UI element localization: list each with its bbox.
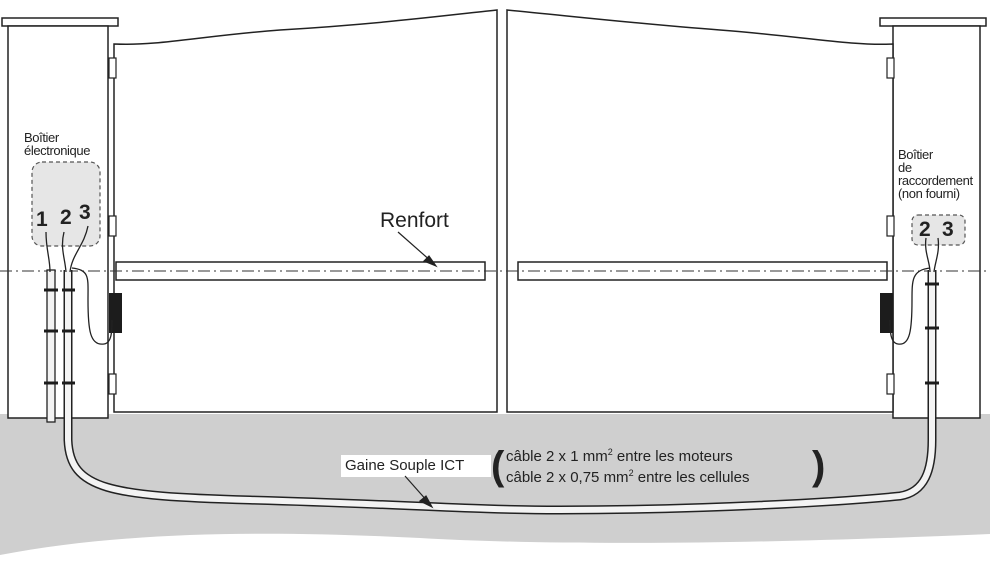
control-box-label-line1: Boîtier — [24, 130, 59, 145]
conduit-inner — [65, 270, 935, 513]
conduit-label: Gaine Souple ICT — [345, 457, 465, 474]
junction-box-label-line1: Boîtier — [898, 147, 933, 162]
renfort-arrow — [397, 231, 438, 268]
terminal-label: 2 — [60, 206, 72, 229]
hinges — [108, 57, 895, 395]
junction-box — [911, 214, 966, 246]
terminal-label: 1 — [36, 208, 48, 231]
conduit-stub — [46, 269, 56, 423]
control-box-label-line2: électronique — [24, 143, 91, 158]
motor-left — [109, 293, 122, 333]
close-parenthesis: ) — [812, 444, 826, 488]
ground — [0, 414, 990, 555]
cable-note-line2: câble 2 x 0,75 mm2 entre les cellules — [506, 468, 750, 486]
open-parenthesis: ( — [491, 444, 505, 488]
renfort-label: Renfort — [380, 209, 449, 232]
junction-box-label-line2: de — [898, 160, 912, 175]
terminal-label: 3 — [942, 218, 954, 241]
terminal-label: 3 — [79, 201, 91, 224]
gate-leaf-left — [113, 9, 498, 413]
terminal-label: 2 — [919, 218, 931, 241]
control-box — [31, 161, 101, 247]
junction-box-label-line3: raccordement — [898, 173, 973, 188]
wires-right — [889, 237, 940, 345]
junction-box-label-line4: (non fourni) — [898, 186, 960, 201]
conduit-label-bg — [341, 455, 491, 477]
conduit-arrow — [404, 475, 434, 509]
cable-note-line1: câble 2 x 1 mm2 entre les moteurs — [506, 447, 733, 465]
motor-right — [880, 293, 893, 333]
conduit-clamps — [44, 282, 939, 385]
gate-leaf-right — [506, 9, 894, 413]
wires-left — [45, 225, 113, 345]
